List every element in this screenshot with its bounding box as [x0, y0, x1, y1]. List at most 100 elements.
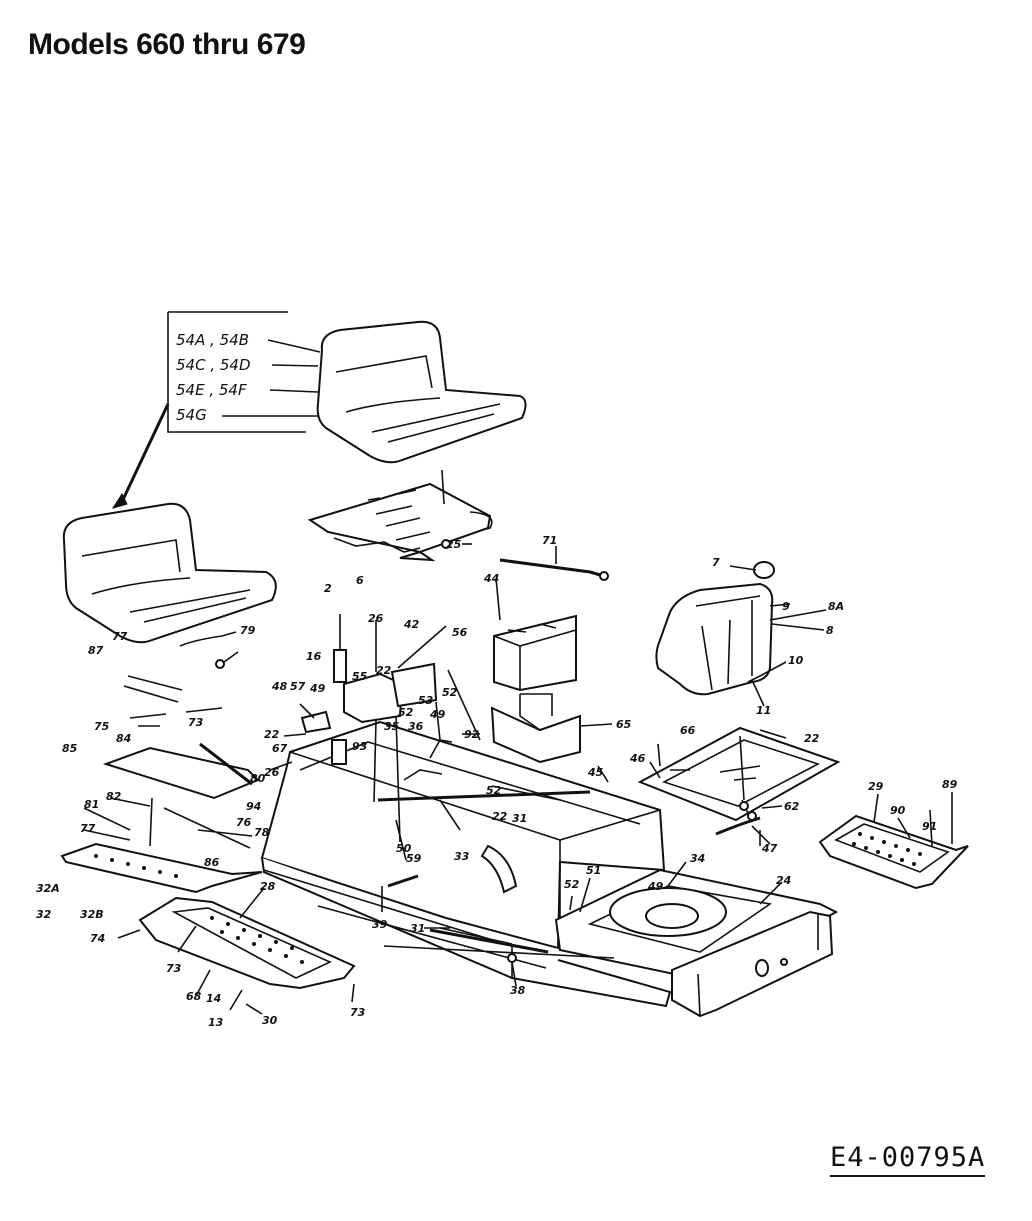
part-label: 73 [166, 962, 182, 975]
part-label: 52 [564, 878, 580, 891]
part-label: 22 [264, 728, 280, 741]
part-label: 22 [804, 732, 820, 745]
part-label: 90 [890, 804, 906, 817]
part-label: 31 [410, 922, 425, 935]
part-label: 44 [483, 572, 499, 585]
part-label: 36 [408, 720, 424, 733]
seat-option-label: 54G [176, 406, 207, 424]
part-label: 85 [62, 742, 78, 755]
part-label: 74 [90, 932, 105, 945]
part-label: 34 [690, 852, 705, 865]
part-label: 75 [94, 720, 110, 733]
part-label: 9 [782, 600, 790, 613]
part-label: 57 [290, 680, 306, 693]
part-label: 87 [88, 644, 104, 657]
linkage-left [102, 675, 260, 849]
part-label: 22 [376, 664, 392, 677]
page-title: Models 660 thru 679 [28, 28, 306, 61]
part-label: 62 [784, 800, 800, 813]
part-label: 73 [188, 716, 204, 729]
part-label: 52 [486, 784, 502, 797]
part-label: 89 [942, 778, 958, 791]
document-id: E4-00795A [830, 1142, 986, 1177]
part-label: 52 [398, 706, 414, 719]
part-label: 50 [396, 842, 412, 855]
part-label: 42 [403, 618, 420, 631]
seat-lower [62, 502, 277, 644]
fuel-tank [655, 561, 827, 707]
battery-tray [490, 693, 613, 764]
part-label: 47 [761, 842, 778, 855]
part-label: 68 [186, 990, 202, 1003]
part-label: 76 [236, 816, 252, 829]
foot-plate-right [818, 792, 969, 890]
leader-lines [83, 543, 787, 1015]
part-label: 82 [106, 790, 122, 803]
part-label: 56 [452, 626, 468, 639]
seat-option-label: 54E , 54F [176, 381, 247, 399]
part-label: 32 [36, 908, 52, 921]
part-label: 7 [712, 556, 720, 569]
part-label: 49 [647, 880, 664, 893]
part-label: 32B [80, 908, 104, 921]
foot-plate-left [117, 896, 356, 990]
part-label: 38 [510, 984, 526, 997]
part-label: 86 [204, 856, 220, 869]
part-label: 28 [260, 880, 276, 893]
center-bracket [300, 614, 591, 843]
seat-upper [316, 320, 527, 464]
part-label: 77 [80, 822, 96, 835]
part-label: 52 [442, 686, 458, 699]
part-label: 2 [324, 582, 332, 595]
part-label: 92 [464, 728, 480, 741]
floor-mat-right [637, 726, 841, 822]
part-label: 11 [756, 704, 771, 717]
floor-mat-left [60, 842, 263, 894]
part-label: 93 [352, 740, 368, 753]
part-label: 79 [240, 624, 256, 637]
part-label: 26 [368, 612, 384, 625]
part-label: 66 [680, 724, 696, 737]
part-label: 6 [356, 574, 364, 587]
part-label: 67 [272, 742, 288, 755]
seat-hardware [179, 539, 451, 669]
part-label: 49 [309, 682, 326, 695]
part-label: 55 [352, 670, 368, 683]
part-label: 25 [446, 538, 462, 551]
part-label: 51 [586, 864, 601, 877]
part-label: 46 [629, 752, 646, 765]
part-label: 16 [306, 650, 322, 663]
part-label: 77 [112, 630, 128, 643]
part-label: 80 [250, 772, 266, 785]
part-label: 33 [454, 850, 470, 863]
battery [493, 546, 609, 692]
part-label: 32A [36, 882, 60, 895]
part-label: 31 [512, 812, 527, 825]
seat-plate [307, 469, 493, 562]
part-label: 13 [208, 1016, 224, 1029]
part-label: 35 [384, 720, 400, 733]
part-label: 73 [350, 1006, 366, 1019]
part-label: 8A [828, 600, 844, 613]
part-label: 53 [418, 694, 434, 707]
part-label: 78 [254, 826, 270, 839]
part-label: 8 [826, 624, 834, 637]
part-label: 71 [542, 534, 557, 547]
part-label: 26 [264, 766, 280, 779]
seat-callout-box: 54A , 54B 54C , 54D 54E , 54F 54G [111, 311, 322, 509]
part-label: 81 [84, 798, 99, 811]
part-label: 10 [788, 654, 804, 667]
part-labels: 25 6 2 26 42 56 16 55 22 48 57 49 52 53 … [36, 534, 958, 1029]
part-label: 29 [868, 780, 884, 793]
part-label: 45 [587, 766, 604, 779]
part-label: 30 [262, 1014, 278, 1027]
part-label: 24 [776, 874, 791, 887]
part-label: 84 [116, 732, 131, 745]
part-label: 94 [246, 800, 261, 813]
seat-option-label: 54C , 54D [176, 356, 251, 374]
parts-lower-right [715, 799, 771, 845]
part-label: 59 [406, 852, 422, 865]
part-label: 14 [206, 992, 221, 1005]
part-label: 48 [271, 680, 288, 693]
